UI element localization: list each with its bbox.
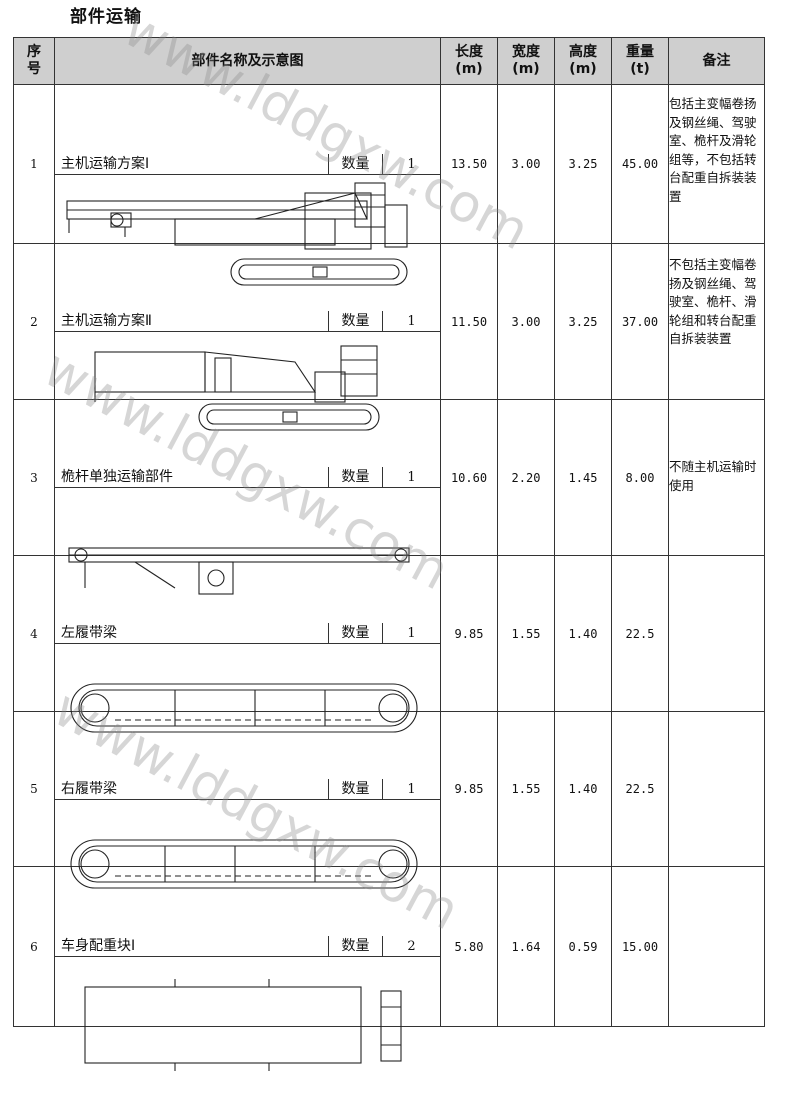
height-value: 1.40 xyxy=(554,711,612,867)
remark-text xyxy=(668,711,765,867)
qty-value: 1 xyxy=(383,154,440,175)
length-value: 11.50 xyxy=(440,243,498,400)
qty-value: 1 xyxy=(383,779,440,800)
remark-text: 不随主机运输时使用 xyxy=(668,399,765,556)
row-seq: 3 xyxy=(13,399,55,556)
qty-label: 数量 xyxy=(329,623,383,644)
remark-text xyxy=(668,866,765,1027)
width-value: 2.20 xyxy=(497,399,555,556)
row-seq: 4 xyxy=(13,555,55,712)
part-name: 左履带梁 xyxy=(55,623,329,644)
part-cell: 左履带梁 数量 1 xyxy=(54,555,441,733)
remark-text: 包括主变幅卷扬及钢丝绳、驾驶室、桅杆及滑轮组等，不包括转台配重自拆装装置 xyxy=(668,84,765,244)
table-row: 5 右履带梁 数量 1 9.85 1.55 1.40 22.5 xyxy=(13,711,765,889)
part-name: 车身配重块Ⅰ xyxy=(55,936,329,957)
part-cell: 主机运输方案Ⅰ 数量 1 xyxy=(54,84,441,286)
qty-value: 1 xyxy=(383,311,440,332)
part-name: 主机运输方案Ⅰ xyxy=(55,153,329,175)
table-row: 1 主机运输方案Ⅰ 数量 1 xyxy=(13,84,765,286)
weight-value: 22.5 xyxy=(611,711,669,867)
remark-text: 不包括主变幅卷扬及钢丝绳、驾驶室、桅杆、滑轮组和转台配重自拆装装置 xyxy=(668,243,765,400)
header-height: 高度(m) xyxy=(554,37,612,85)
row-seq: 6 xyxy=(13,866,55,1027)
part-cell: 右履带梁 数量 1 xyxy=(54,711,441,889)
row-seq: 2 xyxy=(13,243,55,400)
table-row: 2 主机运输方案Ⅱ 数量 1 xyxy=(13,243,765,431)
width-value: 1.55 xyxy=(497,555,555,712)
height-value: 1.40 xyxy=(554,555,612,712)
qty-value: 2 xyxy=(383,936,440,957)
qty-label: 数量 xyxy=(329,467,383,488)
width-value: 3.00 xyxy=(497,84,555,244)
row-seq: 1 xyxy=(13,84,55,244)
qty-value: 1 xyxy=(383,623,440,644)
qty-label: 数量 xyxy=(329,778,383,800)
height-value: 1.45 xyxy=(554,399,612,556)
weight-value: 8.00 xyxy=(611,399,669,556)
length-value: 10.60 xyxy=(440,399,498,556)
part-name: 右履带梁 xyxy=(55,778,329,800)
part-name: 主机运输方案Ⅱ xyxy=(55,311,329,332)
weight-value: 45.00 xyxy=(611,84,669,244)
height-value: 3.25 xyxy=(554,243,612,400)
length-value: 13.50 xyxy=(440,84,498,244)
header-name: 部件名称及示意图 xyxy=(54,37,441,85)
table-row: 6 车身配重块Ⅰ 数量 2 5.80 1.64 0.59 15 xyxy=(13,866,765,1071)
length-value: 9.85 xyxy=(440,555,498,712)
width-value: 1.55 xyxy=(497,711,555,867)
width-value: 3.00 xyxy=(497,243,555,400)
transport-table: 序号 部件名称及示意图 长度(m) 宽度(m) 高度(m) 重量(t) 备注 1… xyxy=(13,37,765,1071)
weight-value: 15.00 xyxy=(611,866,669,1027)
length-value: 9.85 xyxy=(440,711,498,867)
header-seq: 序号 xyxy=(13,37,55,85)
height-value: 3.25 xyxy=(554,84,612,244)
remark-text xyxy=(668,555,765,712)
height-value: 0.59 xyxy=(554,866,612,1027)
qty-label: 数量 xyxy=(329,311,383,332)
qty-label: 数量 xyxy=(329,936,383,957)
header-length: 长度(m) xyxy=(440,37,498,85)
qty-value: 1 xyxy=(383,467,440,488)
part-cell: 主机运输方案Ⅱ 数量 1 xyxy=(54,243,441,431)
page-title: 部件运输 xyxy=(70,7,142,27)
header-row: 序号 部件名称及示意图 长度(m) 宽度(m) 高度(m) 重量(t) 备注 xyxy=(13,37,765,85)
weight-value: 37.00 xyxy=(611,243,669,400)
table-row: 4 左履带梁 数量 1 9.85 1.55 1.40 22.5 xyxy=(13,555,765,733)
width-value: 1.64 xyxy=(497,866,555,1027)
header-remark: 备注 xyxy=(668,37,765,85)
length-value: 5.80 xyxy=(440,866,498,1027)
part-name: 桅杆单独运输部件 xyxy=(55,467,329,488)
row-seq: 5 xyxy=(13,711,55,867)
qty-label: 数量 xyxy=(329,153,383,175)
header-width: 宽度(m) xyxy=(497,37,555,85)
weight-value: 22.5 xyxy=(611,555,669,712)
header-weight: 重量(t) xyxy=(611,37,669,85)
